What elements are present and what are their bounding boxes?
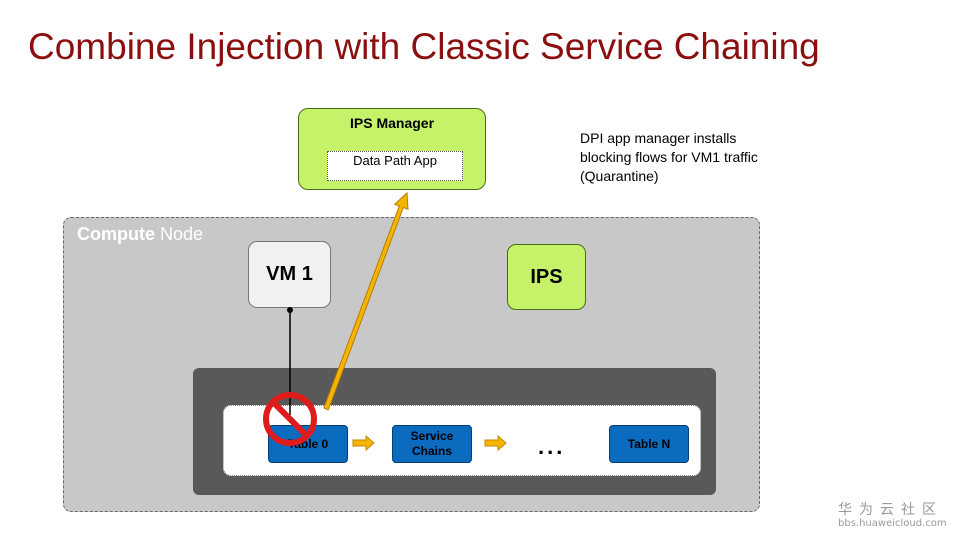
service-chains-line1: Service [410, 429, 454, 443]
table-n-box: Table N [609, 425, 689, 463]
slide-title: Combine Injection with Classic Service C… [28, 26, 820, 67]
watermark-chinese: 华为云社区 [838, 502, 943, 518]
orange-arrow-icon [323, 191, 409, 411]
compute-node-label-rest: Node [155, 224, 204, 244]
ips-manager-box: IPS Manager Data Path App [298, 108, 486, 190]
arrow-table0-to-service-chains [352, 434, 375, 452]
ips-box: IPS [507, 244, 586, 310]
service-chains-line2: Chains [411, 444, 452, 458]
watermark-url: bbs.huaweicloud.com [838, 518, 947, 529]
vm1-connector-dot [287, 307, 293, 313]
ips-manager-title: IPS Manager [349, 115, 435, 131]
vm1-box: VM 1 [248, 241, 331, 308]
arrow-service-chains-to-next [484, 434, 507, 452]
compute-node-label-bold: Compute [77, 224, 155, 244]
compute-node-label: Compute Node [77, 224, 203, 245]
service-chains-box: Service Chains [392, 425, 472, 463]
data-path-app-box: Data Path App [327, 151, 463, 181]
prohibited-sign-icon [263, 392, 317, 446]
note-text: DPI app manager installs blocking flows … [580, 130, 758, 184]
ellipsis: ... [538, 434, 566, 459]
